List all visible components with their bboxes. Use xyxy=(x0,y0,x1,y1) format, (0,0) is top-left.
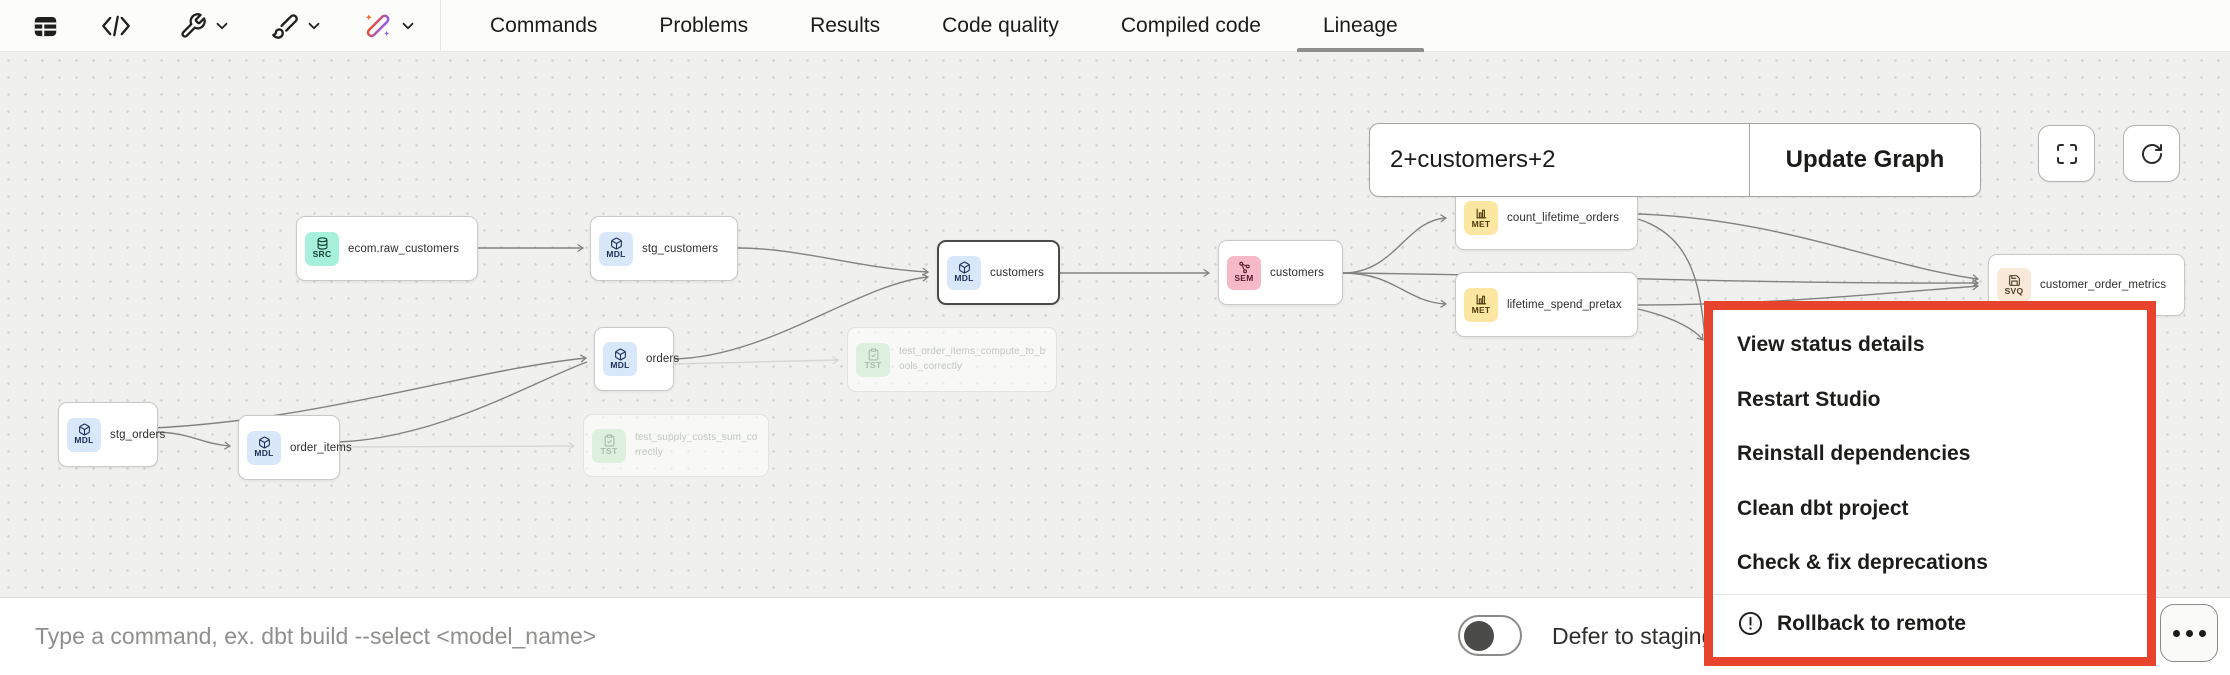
tab-lineage[interactable]: Lineage xyxy=(1323,0,1398,52)
bar-chart-icon xyxy=(1475,207,1488,220)
menu-item-label: Rollback to remote xyxy=(1777,612,1966,636)
metric-badge: MET xyxy=(1464,288,1498,322)
chevron-down-icon[interactable] xyxy=(213,17,231,35)
tab-compiled-code[interactable]: Compiled code xyxy=(1121,0,1261,52)
chevron-down-icon[interactable] xyxy=(399,17,417,35)
test-badge: TST xyxy=(856,343,890,377)
menu-item-rollback-to-remote[interactable]: Rollback to remote xyxy=(1713,596,2147,651)
model-badge: MDL xyxy=(599,232,633,266)
cube-icon xyxy=(614,348,627,361)
node-label: count_lifetime_orders xyxy=(1507,212,1619,224)
node-label: customers xyxy=(990,267,1044,279)
model-badge: MDL xyxy=(947,256,981,290)
badge-label: MET xyxy=(1472,306,1491,315)
tab-bar: Commands Problems Results Code quality C… xyxy=(490,0,1398,52)
chevron-down-icon[interactable] xyxy=(305,17,323,35)
node-label: lifetime_spend_pretax xyxy=(1507,299,1622,311)
badge-label: SVQ xyxy=(2005,287,2024,296)
fullscreen-icon xyxy=(2055,142,2079,166)
badge-label: MDL xyxy=(254,449,273,458)
tab-label: Problems xyxy=(659,14,748,38)
lineage-node-ecom-raw-customers[interactable]: SRC ecom.raw_customers xyxy=(296,216,478,281)
command-input[interactable] xyxy=(35,598,1335,675)
graph-filter-bar: Update Graph xyxy=(1369,123,1981,197)
badge-label: MET xyxy=(1472,220,1491,229)
badge-label: MDL xyxy=(606,250,625,259)
defer-toggle-label: Defer to staging xyxy=(1552,598,1714,675)
table-icon[interactable] xyxy=(32,13,59,40)
model-badge: MDL xyxy=(247,431,281,465)
badge-label: MDL xyxy=(74,436,93,445)
badge-label: MDL xyxy=(610,361,629,370)
badge-label: SRC xyxy=(313,250,332,259)
toggle-knob xyxy=(1464,621,1494,651)
broom-icon[interactable] xyxy=(271,12,299,40)
lineage-node-test-order-items[interactable]: TST test_order_items_compute_to_bools_co… xyxy=(847,327,1057,392)
code-icon[interactable] xyxy=(101,13,131,39)
alert-circle-icon xyxy=(1737,610,1764,637)
metric-badge: MET xyxy=(1464,201,1498,235)
tab-label: Commands xyxy=(490,14,597,38)
ellipsis-icon xyxy=(2199,630,2206,637)
node-label: stg_customers xyxy=(642,243,718,255)
tab-code-quality[interactable]: Code quality xyxy=(942,0,1059,52)
test-badge: TST xyxy=(592,429,626,463)
node-label: customer_order_metrics xyxy=(2040,279,2166,291)
badge-label: SEM xyxy=(1234,274,1253,283)
tab-problems[interactable]: Problems xyxy=(659,0,748,52)
badge-label: MDL xyxy=(954,274,973,283)
source-badge: SRC xyxy=(305,232,339,266)
tab-label: Code quality xyxy=(942,14,1059,38)
defer-toggle[interactable] xyxy=(1458,615,1522,656)
badge-label: TST xyxy=(865,361,882,370)
tab-label: Lineage xyxy=(1323,14,1398,38)
semantic-badge: SEM xyxy=(1227,256,1261,290)
node-label: ecom.raw_customers xyxy=(348,243,459,255)
lineage-node-order-items[interactable]: MDL order_items xyxy=(238,415,340,480)
lineage-node-orders[interactable]: MDL orders xyxy=(594,327,674,391)
toolbar-divider xyxy=(440,0,441,52)
refresh-button[interactable] xyxy=(2123,125,2180,182)
menu-item-clean-dbt-project[interactable]: Clean dbt project xyxy=(1713,482,2147,537)
refresh-icon xyxy=(2140,142,2164,166)
tab-label: Results xyxy=(810,14,880,38)
save-icon xyxy=(2008,274,2021,287)
tab-commands[interactable]: Commands xyxy=(490,0,597,52)
active-tab-underline xyxy=(1297,48,1424,52)
ellipsis-icon xyxy=(2186,630,2193,637)
node-label: order_items xyxy=(290,442,352,454)
saved-query-badge: SVQ xyxy=(1997,268,2031,302)
node-label: test_supply_costs_sum_correctly xyxy=(635,431,758,460)
lineage-node-customers-semantic[interactable]: SEM customers xyxy=(1218,240,1343,305)
status-context-menu: View status details Restart Studio Reins… xyxy=(1704,301,2156,666)
lineage-node-stg-customers[interactable]: MDL stg_customers xyxy=(590,216,738,281)
model-badge: MDL xyxy=(603,342,637,376)
top-toolbar: Commands Problems Results Code quality C… xyxy=(0,0,2230,52)
magic-wand-icon[interactable] xyxy=(363,11,393,41)
badge-label: TST xyxy=(601,447,618,456)
update-graph-button[interactable]: Update Graph xyxy=(1750,124,1980,196)
model-badge: MDL xyxy=(67,418,101,452)
lineage-node-test-supply-costs[interactable]: TST test_supply_costs_sum_correctly xyxy=(583,414,769,477)
tab-label: Compiled code xyxy=(1121,14,1261,38)
ellipsis-icon xyxy=(2173,630,2180,637)
toolbar-icon-group xyxy=(0,0,417,52)
lineage-node-lifetime-spend-pretax[interactable]: MET lifetime_spend_pretax xyxy=(1455,272,1638,337)
tab-results[interactable]: Results xyxy=(810,0,880,52)
menu-item-restart-studio[interactable]: Restart Studio xyxy=(1713,373,2147,428)
wrench-icon[interactable] xyxy=(179,12,207,40)
more-options-button[interactable] xyxy=(2160,604,2218,662)
menu-separator xyxy=(1713,594,2147,595)
menu-item-check-fix-deprecations[interactable]: Check & fix deprecations xyxy=(1713,536,2147,591)
fullscreen-button[interactable] xyxy=(2038,125,2095,182)
lineage-node-stg-orders[interactable]: MDL stg_orders xyxy=(58,402,158,467)
menu-item-view-status-details[interactable]: View status details xyxy=(1713,318,2147,373)
lineage-node-customers-model[interactable]: MDL customers xyxy=(937,240,1060,305)
node-label: test_order_items_compute_to_bools_correc… xyxy=(899,345,1046,374)
node-label: customers xyxy=(1270,267,1324,279)
node-label: orders xyxy=(646,353,679,365)
menu-item-reinstall-dependencies[interactable]: Reinstall dependencies xyxy=(1713,427,2147,482)
graph-selector-input[interactable] xyxy=(1370,124,1749,196)
node-label: stg_orders xyxy=(110,429,165,441)
